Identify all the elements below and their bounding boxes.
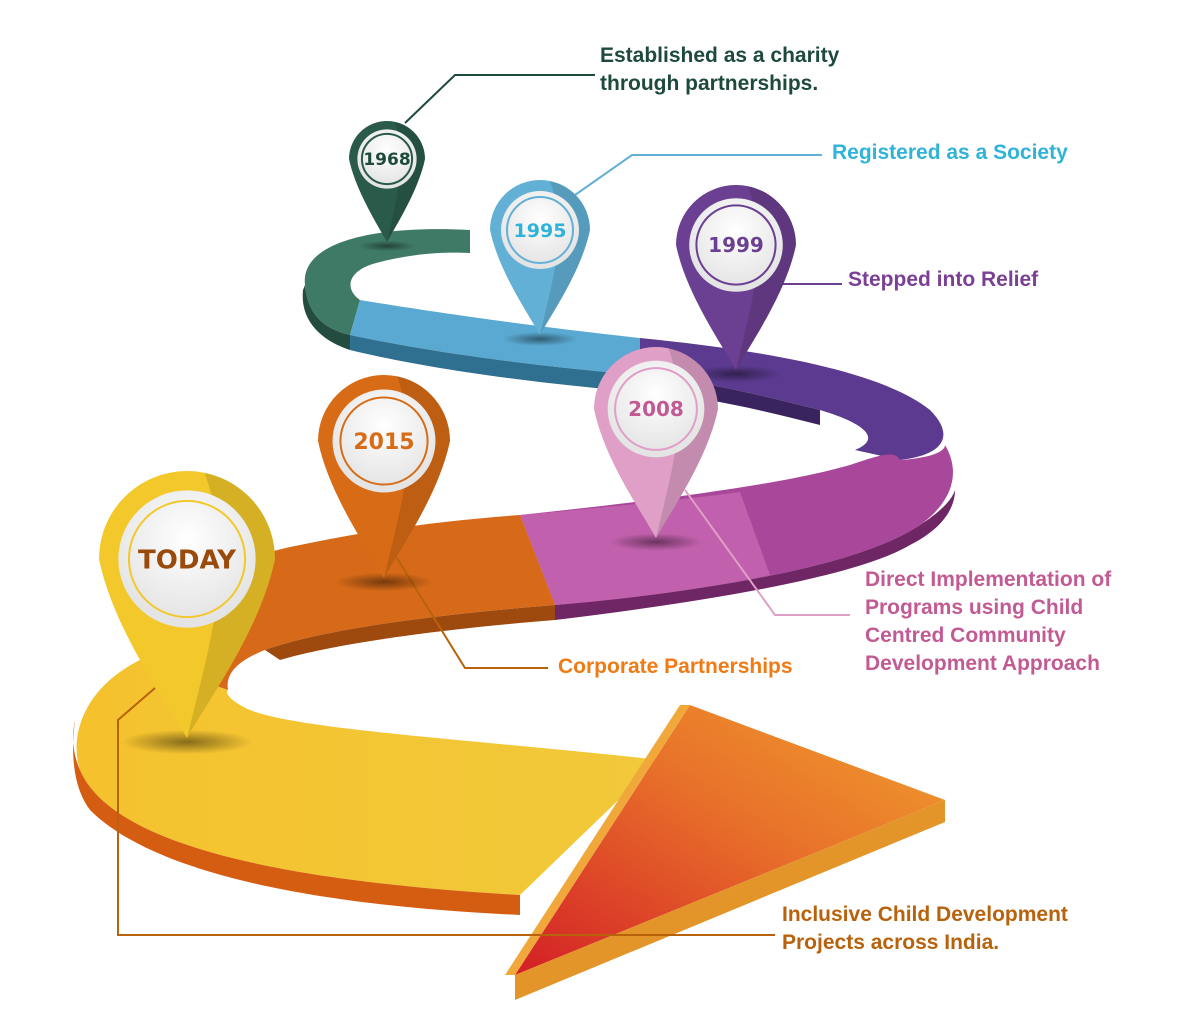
pin-2015: 2015 [318,375,450,592]
leader-line-2008 [684,489,850,616]
leader-line-today [117,687,775,936]
pin-2008: 2008 [594,347,718,551]
pin-badge-ring [127,499,247,619]
milestone-label-2008: Direct Implementation of Programs using … [865,566,1111,678]
pin-1999: 1999 [676,185,796,383]
timeline-road [73,229,955,1000]
pin-shadow [609,533,703,551]
road-edge-magenta [555,490,955,620]
pin-shadow [121,729,253,755]
label-line: Registered as a Society [832,141,1068,164]
label-line: Programs using Child [865,596,1084,619]
leader-line-1995 [574,154,822,196]
label-line: Projects across India. [782,931,1000,954]
pin-year-1999: 1999 [708,233,764,257]
pin-year-2008: 2008 [628,397,684,421]
road-edge-orange [265,605,555,660]
leader-lines [117,74,850,936]
leader-line-1968 [404,74,595,124]
label-line: Inclusive Child Development [782,903,1068,926]
pin-year-today: TODAY [138,545,237,575]
pin-1995: 1995 [490,180,590,346]
road-arrow-edge [515,800,945,1000]
road-segment-blue [350,300,640,375]
label-line: Corporate Partnerships [558,655,793,678]
pin-shadow [502,332,578,346]
pin-year-2015: 2015 [353,430,414,455]
pin-badge [118,490,256,628]
pin-shadow [358,240,416,252]
road-segment-orange [140,515,555,690]
milestone-label-1968: Established as a charity through partner… [600,42,839,98]
pin-badge [689,198,783,292]
pin-year-1995: 1995 [514,220,567,242]
pin-badge [501,191,579,269]
pin-badge [607,360,705,458]
milestone-label-1999: Stepped into Relief [848,266,1038,294]
pin-1968: 1968 [349,121,425,252]
road-segment-yellow [76,660,660,895]
road-segment-green [304,229,470,335]
road-arrow-head [515,705,945,975]
road-arrow-top-edge [505,705,690,975]
pin-badge-ring [506,196,574,264]
pin-badge-ring [614,367,698,451]
label-line: Centred Community [865,624,1066,647]
label-line: Development Approach [865,652,1100,675]
milestone-label-1995: Registered as a Society [832,139,1068,167]
leader-line-2015 [394,554,548,669]
pin-badge-ring [695,204,777,286]
pin-badge [357,129,417,189]
pin-badge [332,389,436,493]
pin-badge-ring [360,132,414,186]
label-line: Established as a charity [600,44,840,67]
road-edge-green [302,285,350,350]
milestone-label-2015: Corporate Partnerships [558,653,793,681]
pin-year-1968: 1968 [363,150,410,170]
pin-shadow [334,572,434,592]
milestone-label-today: Inclusive Child Development Projects acr… [782,901,1068,957]
pin-shadow [691,365,781,383]
label-line: through partnerships. [600,72,819,95]
label-line: Direct Implementation of [865,568,1112,591]
road-edge-yellow [73,720,520,915]
pin-today: TODAY [99,471,275,755]
label-line: Stepped into Relief [848,268,1039,291]
pin-badge-ring [339,396,429,486]
road-edge-blue [350,335,640,392]
